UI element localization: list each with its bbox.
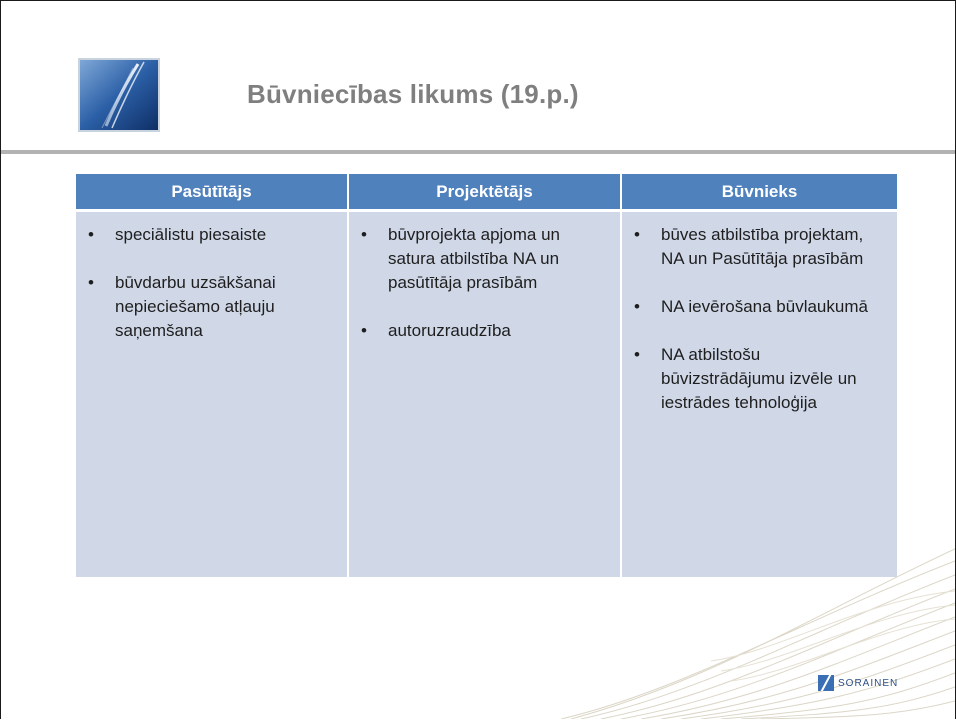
responsibilities-table: Pasūtītājs Projektētājs Būvnieks speciāl… <box>76 174 897 577</box>
sorainen-logo: SORAINEN <box>818 675 898 691</box>
list-item: NA ievērošana būvlaukumā <box>631 295 887 319</box>
slide-logo-image <box>78 58 160 132</box>
list-item: būvprojekta apjoma un satura atbilstība … <box>358 223 610 295</box>
slide-title: Būvniecības likums (19.p.) <box>247 79 579 109</box>
title-divider <box>1 150 955 154</box>
list-item: speciālistu piesaiste <box>85 223 337 247</box>
list-item: autoruzraudzība <box>358 319 610 343</box>
brand-name: SORAINEN <box>838 677 899 689</box>
cell-buvnieks: būves atbilstība projektam, NA un Pasūtī… <box>622 212 897 577</box>
cell-pasutitajs: speciālistu piesaiste būvdarbu uzsākšana… <box>76 212 349 577</box>
feather-swoosh-icon <box>78 58 160 132</box>
bullet-list: speciālistu piesaiste būvdarbu uzsākšana… <box>85 223 337 343</box>
list-item: būvdarbu uzsākšanai nepieciešamo atļauju… <box>85 271 337 343</box>
bullet-list: būvprojekta apjoma un satura atbilstība … <box>358 223 610 343</box>
list-item: būves atbilstība projektam, NA un Pasūtī… <box>631 223 887 271</box>
list-item: NA atbilstošu būvizstrādājumu izvēle un … <box>631 343 887 415</box>
header-buvnieks: Būvnieks <box>622 174 897 212</box>
header-projektetajs: Projektētājs <box>349 174 622 212</box>
header-pasutitajs: Pasūtītājs <box>76 174 349 212</box>
cell-projektetajs: būvprojekta apjoma un satura atbilstība … <box>349 212 622 577</box>
bullet-list: būves atbilstība projektam, NA un Pasūtī… <box>631 223 887 415</box>
sorainen-mark-icon <box>818 675 834 691</box>
